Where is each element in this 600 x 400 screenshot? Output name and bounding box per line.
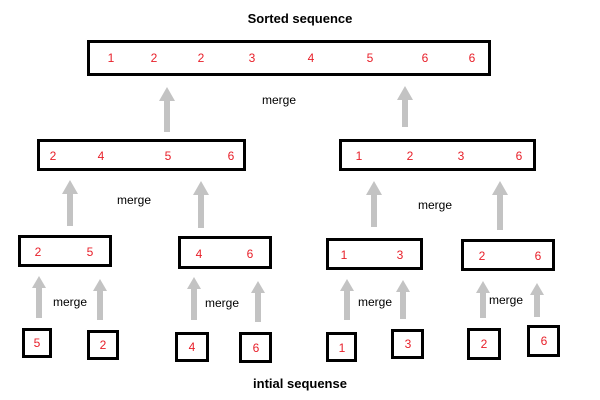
pair-item: 6 [534, 249, 542, 263]
initial-item: 6 [252, 341, 260, 355]
merge-label: merge [262, 93, 297, 107]
up-arrow-icon [492, 181, 508, 230]
initial-item: 6 [540, 334, 548, 348]
arrow-shape [397, 86, 413, 127]
merge-label: merge [205, 296, 240, 310]
initial-item: 2 [480, 337, 488, 351]
pair-box-3: 1 3 [326, 238, 423, 270]
half-item: 6 [515, 149, 523, 163]
half-item: 2 [406, 149, 414, 163]
half-item: 5 [164, 149, 172, 163]
up-arrow-icon [62, 180, 78, 226]
initial-item: 3 [404, 337, 412, 351]
up-arrow-icon [159, 87, 175, 132]
initial-sequence-title: intial sequense [253, 376, 347, 391]
arrow-shape [476, 281, 490, 318]
up-arrow-icon [187, 277, 201, 320]
initial-item: 4 [188, 340, 196, 354]
pair-item: 3 [396, 248, 404, 262]
initial-box: 2 [467, 328, 501, 360]
pair-item: 2 [478, 249, 486, 263]
arrow-shape [93, 279, 107, 320]
up-arrow-icon [366, 181, 382, 227]
arrow-shape [251, 281, 265, 322]
sorted-item: 4 [307, 51, 315, 65]
pair-box-4: 2 6 [461, 239, 555, 271]
initial-item: 5 [33, 336, 41, 350]
initial-item: 1 [338, 341, 346, 355]
merge-label: merge [53, 295, 88, 309]
arrow-shape [492, 181, 508, 230]
up-arrow-icon [397, 86, 413, 127]
initial-box: 2 [87, 330, 119, 360]
arrow-shape [187, 277, 201, 320]
arrow-shape [530, 283, 544, 317]
up-arrow-icon [530, 283, 544, 317]
initial-box: 6 [527, 325, 560, 357]
pair-item: 4 [195, 247, 203, 261]
up-arrow-icon [32, 276, 46, 318]
up-arrow-icon [396, 280, 410, 319]
initial-box: 6 [239, 332, 272, 363]
half-item: 4 [97, 149, 105, 163]
initial-box: 5 [22, 328, 52, 358]
initial-box: 4 [175, 332, 209, 362]
sorted-item: 6 [421, 51, 429, 65]
sorted-item: 2 [150, 51, 158, 65]
arrow-shape [340, 279, 354, 320]
arrow-shape [193, 181, 209, 228]
sorted-sequence-title: Sorted sequence [247, 11, 353, 26]
merge-label: merge [418, 198, 453, 212]
pair-item: 2 [34, 245, 42, 259]
arrow-shape [32, 276, 46, 318]
up-arrow-icon [476, 281, 490, 318]
pair-item: 1 [340, 248, 348, 262]
arrow-shape [366, 181, 382, 227]
pair-box-1: 2 5 [18, 235, 112, 267]
initial-item: 2 [99, 338, 107, 352]
half-box-left: 2 4 5 6 [37, 139, 246, 171]
arrow-shape [62, 180, 78, 226]
sorted-item: 2 [197, 51, 205, 65]
up-arrow-icon [93, 279, 107, 320]
pair-box-2: 4 6 [178, 236, 272, 269]
merge-label: merge [358, 295, 393, 309]
sorted-sequence-box: 1 2 2 3 4 5 6 6 [87, 40, 491, 76]
up-arrow-icon [251, 281, 265, 322]
sorted-item: 1 [107, 51, 115, 65]
half-item: 2 [49, 149, 57, 163]
half-box-right: 1 2 3 6 [339, 139, 536, 171]
merge-label: merge [489, 293, 524, 307]
half-item: 6 [227, 149, 235, 163]
sorted-item: 5 [366, 51, 374, 65]
initial-box: 1 [326, 332, 357, 362]
sorted-item: 6 [468, 51, 476, 65]
half-item: 3 [457, 149, 465, 163]
arrow-shape [159, 87, 175, 132]
arrow-shape [396, 280, 410, 319]
pair-item: 5 [86, 245, 94, 259]
initial-box: 3 [391, 329, 424, 359]
pair-item: 6 [246, 247, 254, 261]
up-arrow-icon [193, 181, 209, 228]
merge-label: merge [117, 193, 152, 207]
half-item: 1 [355, 149, 363, 163]
sorted-item: 3 [248, 51, 256, 65]
up-arrow-icon [340, 279, 354, 320]
